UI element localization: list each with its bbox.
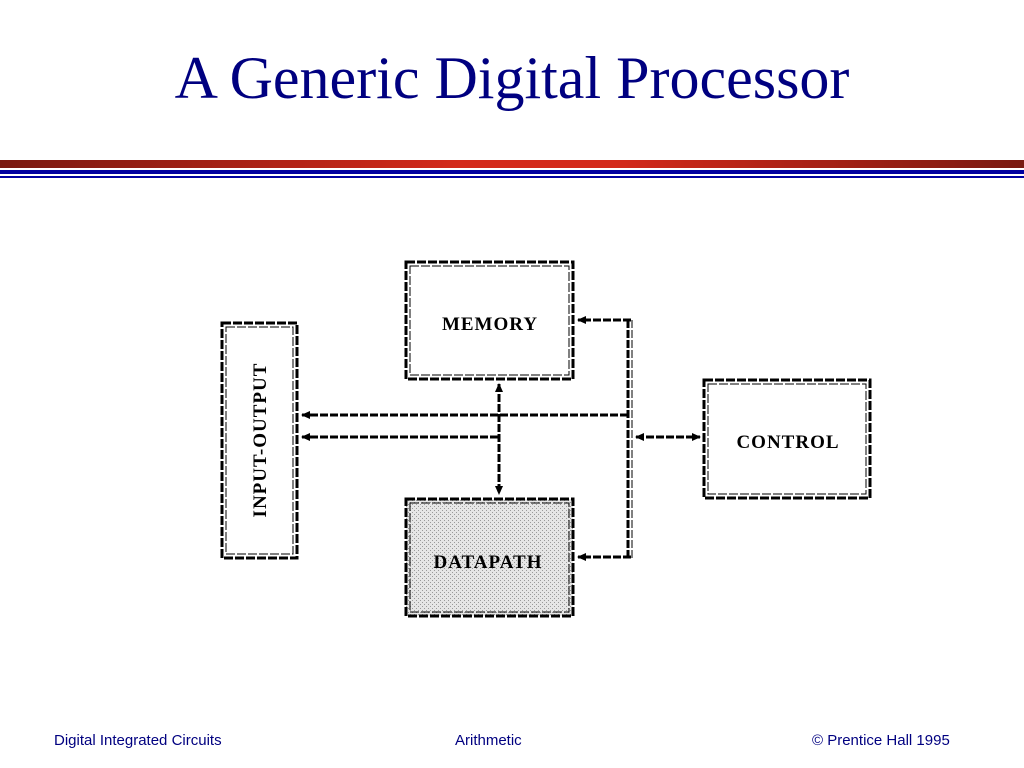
slide-title: A Generic Digital Processor <box>174 45 850 111</box>
footer-chapter: Arithmetic <box>455 732 522 749</box>
divider-blue-line <box>0 170 1024 174</box>
memory-label: MEMORY <box>442 314 538 335</box>
divider-red-line <box>0 160 1024 168</box>
footer-copyright: © Prentice Hall 1995 <box>812 732 950 749</box>
input-output-block: INPUT-OUTPUT <box>220 321 299 560</box>
control-label: CONTROL <box>736 432 839 453</box>
input-output-label: INPUT-OUTPUT <box>250 363 271 518</box>
title-divider <box>0 158 1024 180</box>
datapath-label: DATAPATH <box>434 552 543 573</box>
memory-block: MEMORY <box>404 260 575 381</box>
footer-course-title: Digital Integrated Circuits <box>54 732 222 749</box>
control-block: CONTROL <box>702 378 872 500</box>
datapath-block: DATAPATH <box>404 497 575 618</box>
divider-blue-thin-line <box>0 176 1024 178</box>
connection-lines <box>301 316 701 561</box>
